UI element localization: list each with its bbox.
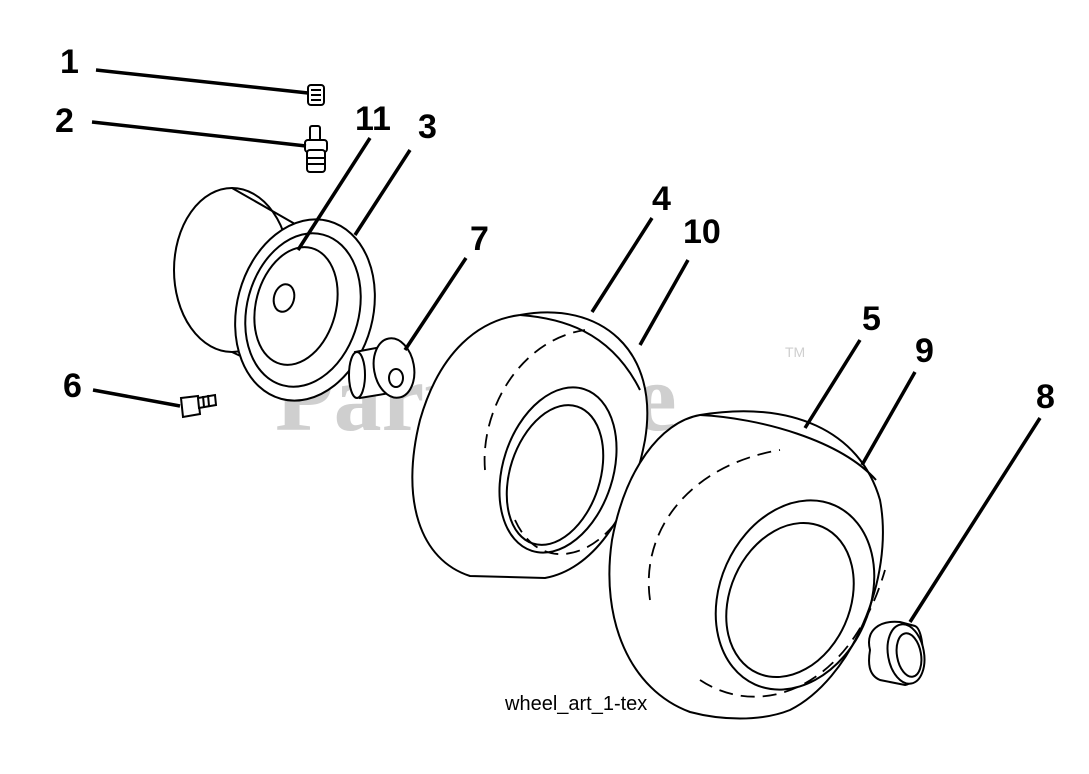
callout-7: 7 xyxy=(470,220,489,258)
hub-cap-part[interactable] xyxy=(868,620,929,687)
diagram-caption: wheel_art_1-tex xyxy=(504,693,647,715)
callout-5: 5 xyxy=(862,300,881,338)
watermark-trademark: TM xyxy=(785,344,805,360)
callout-9: 9 xyxy=(915,332,934,370)
callout-1: 1 xyxy=(60,43,79,81)
rear-tire-part[interactable] xyxy=(608,410,903,720)
callout-10: 10 xyxy=(683,213,721,251)
callout-6: 6 xyxy=(63,367,82,405)
valve-cap-part[interactable] xyxy=(307,84,325,106)
callout-11: 11 xyxy=(355,100,391,138)
callout-8: 8 xyxy=(1036,378,1055,416)
callout-2: 2 xyxy=(55,102,74,140)
bushing-part[interactable] xyxy=(348,335,419,401)
front-tire-part[interactable] xyxy=(411,311,649,580)
leader-lines xyxy=(91,68,1042,623)
callout-4: 4 xyxy=(652,180,671,218)
wheel-rim-part[interactable] xyxy=(173,187,394,416)
valve-stem-part[interactable] xyxy=(304,125,328,173)
callout-3: 3 xyxy=(418,108,437,146)
bolt-part[interactable] xyxy=(179,393,218,419)
